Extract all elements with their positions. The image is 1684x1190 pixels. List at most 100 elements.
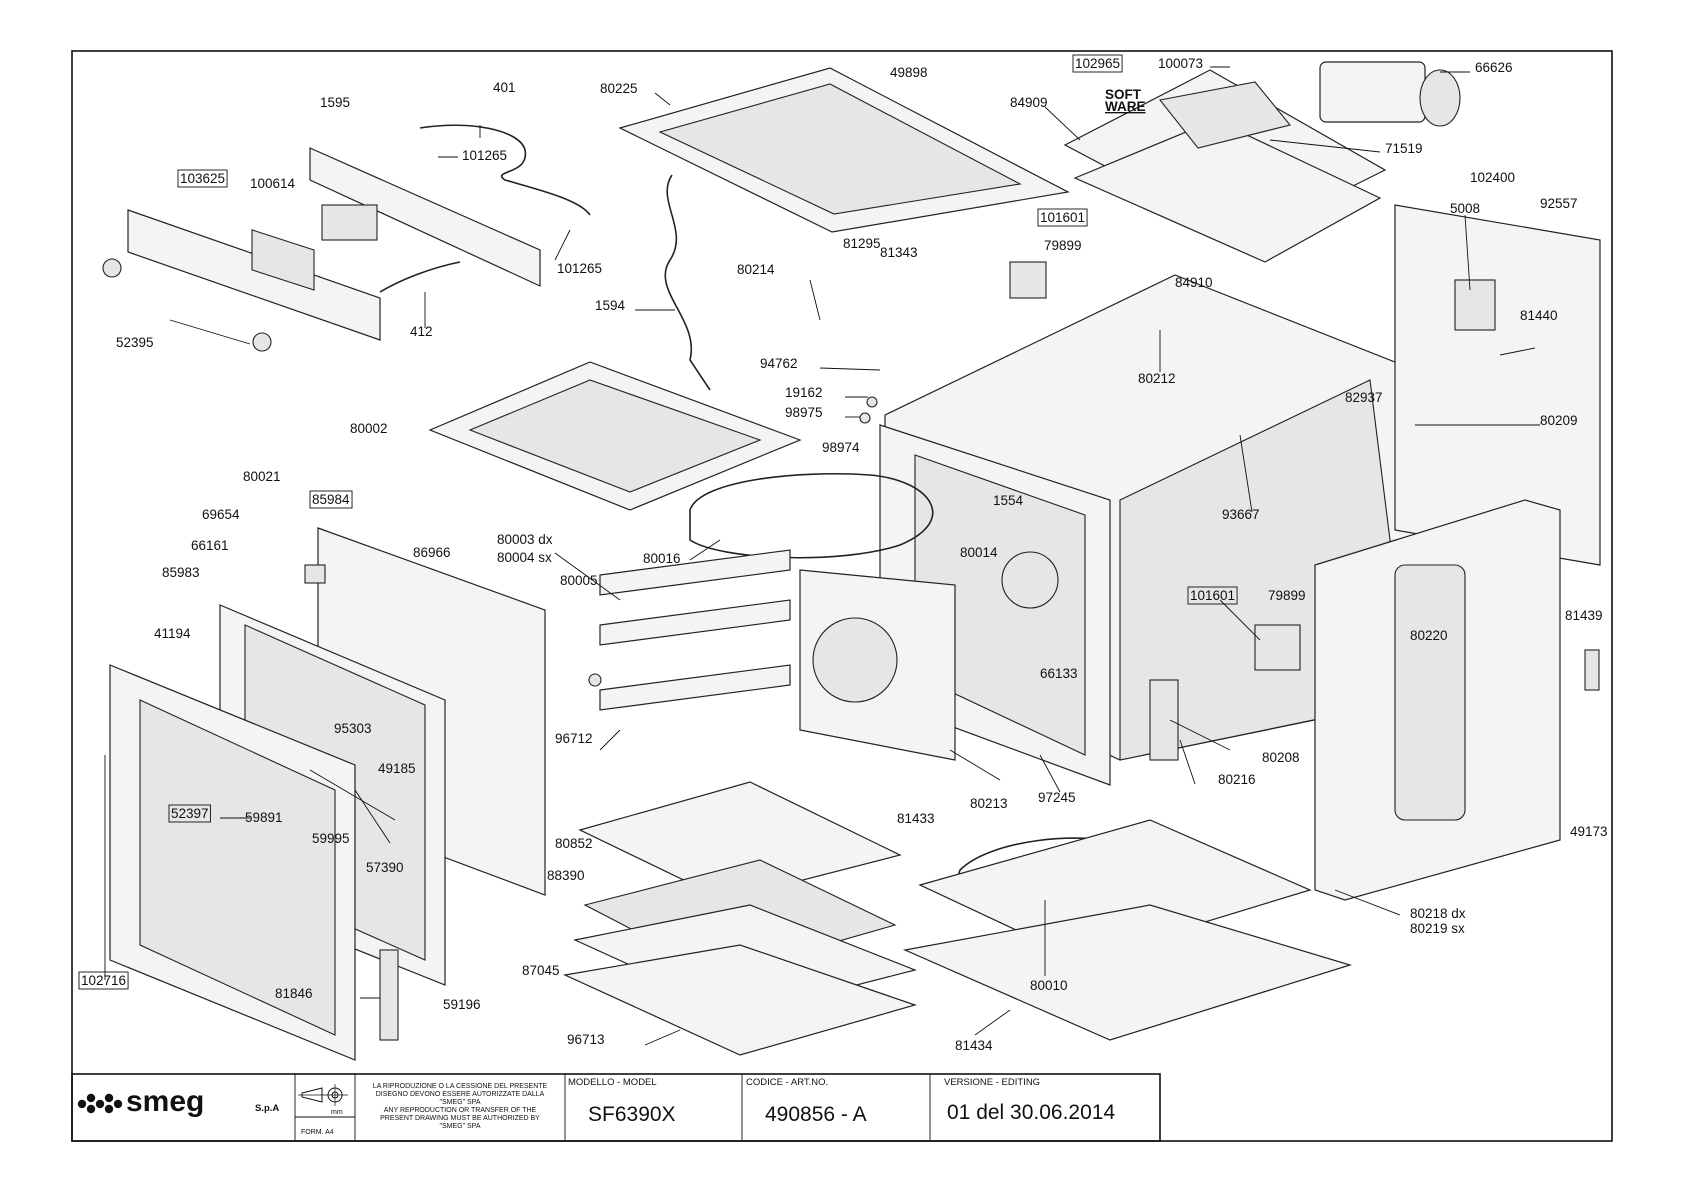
rear-wall-102400 — [1394, 204, 1601, 566]
projection-symbol-icon: mm — [298, 1084, 348, 1116]
callout-59995: 59995 — [312, 831, 350, 846]
callout-80004-sx: 80004 sx — [497, 550, 552, 565]
callout-box-52397 — [168, 804, 211, 823]
model-header: MODELLO - MODEL — [568, 1077, 657, 1088]
callout-97245: 97245 — [1038, 790, 1076, 805]
callout-80208: 80208 — [1262, 750, 1300, 765]
callout-94762: 94762 — [760, 356, 798, 371]
callout-1595: 1595 — [320, 95, 350, 110]
callout-5008: 5008 — [1450, 201, 1480, 216]
callout-100614: 100614 — [250, 176, 296, 191]
callout-79899: 79899 — [1044, 238, 1082, 253]
notice-line-5: PRESENT DRAWING MUST BE AUTHORIZED BY — [380, 1115, 540, 1122]
wiring-401 — [419, 124, 591, 216]
shelf-support-80003 — [599, 549, 791, 596]
callout-81846: 81846 — [275, 986, 313, 1001]
knob-52395-left — [102, 258, 122, 278]
callout-80225: 80225 — [600, 81, 638, 96]
harness-1594 — [664, 174, 711, 391]
callout-101601: 101601 — [1190, 588, 1235, 603]
callout-88390: 88390 — [547, 868, 585, 883]
callout-80016: 80016 — [643, 551, 681, 566]
callout-52395: 52395 — [116, 335, 154, 350]
callout-80010: 80010 — [1030, 978, 1068, 993]
code-value: 490856 - A — [765, 1103, 867, 1126]
callout-101265: 101265 — [462, 148, 507, 163]
callout-80003-dx: 80003 dx — [497, 532, 553, 547]
callout-box-101601 — [1187, 586, 1238, 605]
software-label: SOFT WARE — [1105, 87, 1146, 114]
callout-95303: 95303 — [334, 721, 372, 736]
callout-59196: 59196 — [443, 997, 481, 1012]
callout-41194: 41194 — [154, 626, 191, 641]
callout-86966: 86966 — [413, 545, 451, 560]
knob-52395-right — [252, 332, 272, 352]
control-board-100073 — [1159, 81, 1291, 149]
callout-19162: 19162 — [785, 385, 823, 400]
callout-80005: 80005 — [560, 573, 598, 588]
callout-92557: 92557 — [1540, 196, 1578, 211]
callout-57390: 57390 — [366, 860, 404, 875]
callout-80002: 80002 — [350, 421, 388, 436]
callout-81295: 81295 — [843, 236, 881, 251]
panel-bracket-1595 — [309, 147, 541, 287]
callout-96712: 96712 — [555, 731, 593, 746]
callout-82937: 82937 — [1345, 390, 1383, 405]
fan-blade-66133 — [1001, 551, 1059, 609]
fan-motor-5008 — [1454, 279, 1496, 331]
title-block: smeg S.p.A mm FORM. A4 LA RIPRODUZIONE O… — [71, 1073, 1161, 1142]
callout-84909: 84909 — [1010, 95, 1048, 110]
callout-71519: 71519 — [1385, 141, 1423, 156]
thermostat-81439 — [1584, 649, 1600, 691]
callout-102965: 102965 — [1075, 56, 1120, 71]
bottom-base-81434 — [902, 904, 1353, 1041]
callout-1554: 1554 — [993, 493, 1024, 508]
callout-81440: 81440 — [1520, 308, 1558, 323]
callout-box-102965 — [1072, 54, 1123, 73]
callout-93667: 93667 — [1222, 507, 1260, 522]
callout-101601: 101601 — [1040, 210, 1085, 225]
callout-98974: 98974 — [822, 440, 860, 455]
callout-49173: 49173 — [1570, 824, 1608, 839]
parts-drawings — [102, 61, 1601, 1061]
callout-84910: 84910 — [1175, 275, 1213, 290]
callout-98975: 98975 — [785, 405, 823, 420]
leader-lines — [104, 66, 1540, 1046]
callout-box-102716 — [78, 971, 129, 990]
callout-80216: 80216 — [1218, 772, 1256, 787]
smeg-logo: smeg S.p.A — [77, 1085, 279, 1118]
callout-80209: 80209 — [1540, 413, 1578, 428]
callout-80852: 80852 — [555, 836, 593, 851]
callout-81343: 81343 — [880, 245, 918, 260]
callout-401: 401 — [493, 80, 516, 95]
callout-box-85984 — [309, 490, 353, 509]
form-label: FORM. A4 — [301, 1129, 334, 1136]
callout-80021: 80021 — [243, 469, 281, 484]
notice-line-3: "SMEG" SPA — [439, 1099, 480, 1106]
callout-102400: 102400 — [1470, 170, 1515, 185]
callout-412: 412 — [410, 324, 433, 339]
notice-line-6: "SMEG" SPA — [439, 1123, 480, 1130]
unit-symbol: mm — [331, 1109, 343, 1116]
callout-80219-sx: 80219 sx — [1410, 921, 1465, 936]
callout-80220: 80220 — [1410, 628, 1448, 643]
callout-100073: 100073 — [1158, 56, 1203, 71]
callout-80014: 80014 — [960, 545, 998, 560]
brand-name: smeg — [126, 1085, 204, 1118]
callout-69654: 69654 — [202, 507, 240, 522]
callout-85984: 85984 — [312, 492, 350, 507]
tray-96713 — [562, 944, 918, 1056]
door-hinge-81846 — [379, 949, 399, 1041]
cooling-fan-66626 — [1319, 61, 1426, 123]
software-label-line1: SOFT — [1105, 87, 1142, 102]
model-value: SF6390X — [588, 1103, 676, 1126]
rear-cover-84910 — [1073, 119, 1382, 263]
callout-66133: 66133 — [1040, 666, 1078, 681]
callout-87045: 87045 — [522, 963, 560, 978]
callout-79899: 79899 — [1268, 588, 1306, 603]
lamp-79899 — [1009, 261, 1047, 299]
callout-85983: 85983 — [162, 565, 200, 580]
callout-103625: 103625 — [180, 171, 225, 186]
